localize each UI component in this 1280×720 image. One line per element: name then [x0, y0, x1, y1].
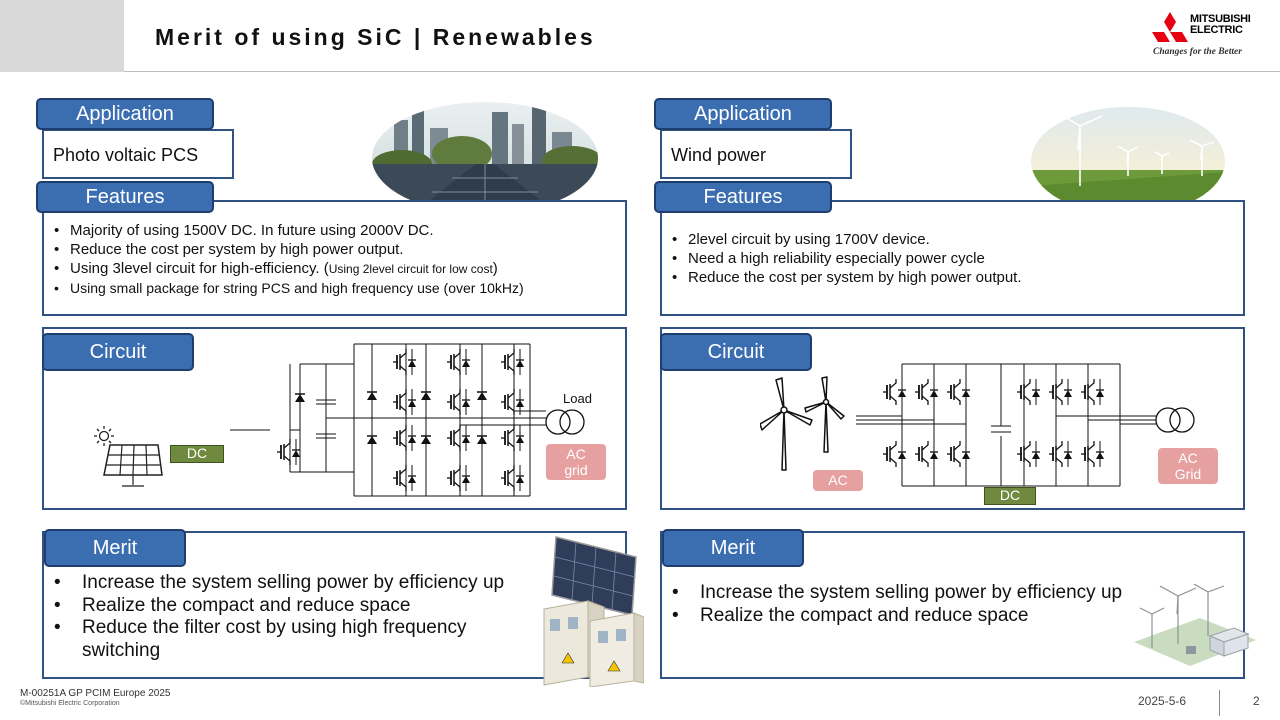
solar-cabinet-illustration [543, 536, 644, 687]
logo-word-2: ELECTRIC [1190, 24, 1243, 36]
left-3level-inverter-circuit [230, 343, 585, 497]
solar-panel-icon [103, 444, 163, 487]
footer-date: 2025-5-6 [1138, 694, 1187, 708]
footer-copyright: ©Mitsubishi Electric Corporation [20, 700, 120, 707]
header-divider [124, 71, 1280, 72]
right-ac-label: AC [813, 470, 863, 491]
list-item: 2level circuit by using 1700V device. [670, 230, 1022, 249]
grid-line: Grid [1174, 466, 1202, 482]
feature-note: Using 2level circuit for low cost [328, 262, 493, 276]
ac-line: AC [566, 446, 586, 462]
left-ac-grid-label: AC grid [546, 444, 606, 480]
feature-text: Using 3level circuit for high-efficiency… [70, 260, 329, 277]
list-item: Using small package for string PCS and h… [52, 279, 524, 298]
left-application-value: Photo voltaic PCS [53, 145, 199, 165]
logo-tagline: Changes for the Better [1153, 47, 1242, 57]
brand-logo: MITSUBISHI ELECTRIC Changes for the Bett… [1152, 12, 1264, 62]
left-dc-label: DC [170, 445, 224, 463]
right-circuit-tab: Circuit [660, 333, 812, 371]
right-application-box [660, 129, 852, 179]
right-back-to-back-converter-circuit [856, 363, 1195, 487]
right-merit-tab: Merit [662, 529, 804, 567]
list-item: Realize the compact and reduce space [670, 605, 1170, 628]
right-dc-label: DC [984, 487, 1036, 505]
right-application-value: Wind power [671, 145, 767, 165]
logo-word-1: MITSUBISHI [1190, 13, 1251, 25]
list-item: Realize the compact and reduce space [52, 595, 547, 618]
header-grey-block [0, 0, 124, 72]
left-circuit-tab: Circuit [42, 333, 194, 371]
ac-line: AC [1178, 450, 1198, 466]
footer-doc-id: M-00251A GP PCIM Europe 2025 [20, 688, 171, 699]
feature-close: ) [492, 260, 498, 277]
footer-divider [1219, 690, 1220, 716]
list-item: Using 3level circuit for high-efficiency… [52, 259, 524, 279]
left-application-tab: Application [36, 98, 214, 130]
list-item: Reduce the filter cost by using high fre… [52, 617, 547, 662]
wind-turbine-icon [760, 376, 845, 471]
left-features-tab: Features [36, 181, 214, 213]
left-merit-tab: Merit [44, 529, 186, 567]
right-ac-grid-label: AC Grid [1158, 448, 1218, 484]
left-features-list: Majority of using 1500V DC. In future us… [52, 221, 524, 298]
right-application-tab: Application [654, 98, 832, 130]
right-features-tab: Features [654, 181, 832, 213]
right-merit-list: Increase the system selling power by eff… [670, 582, 1170, 627]
three-diamonds-icon [1152, 12, 1188, 42]
left-application-box [42, 129, 234, 179]
sun-icon [94, 426, 114, 446]
left-load-label: Load [563, 391, 592, 406]
list-item: Increase the system selling power by eff… [52, 572, 547, 595]
list-item: Reduce the cost per system by high power… [52, 240, 524, 259]
left-merit-list: Increase the system selling power by eff… [52, 572, 547, 662]
list-item: Increase the system selling power by eff… [670, 582, 1170, 605]
page-title: Merit of using SiC | Renewables [155, 24, 596, 50]
list-item: Reduce the cost per system by high power… [670, 268, 1022, 287]
city-solar-photo [372, 102, 598, 214]
right-features-list: 2level circuit by using 1700V device. Ne… [670, 230, 1022, 287]
page-number: 2 [1253, 694, 1260, 708]
list-item: Need a high reliability especially power… [670, 249, 1022, 268]
list-item: Majority of using 1500V DC. In future us… [52, 221, 524, 240]
grid-line: grid [564, 462, 588, 478]
